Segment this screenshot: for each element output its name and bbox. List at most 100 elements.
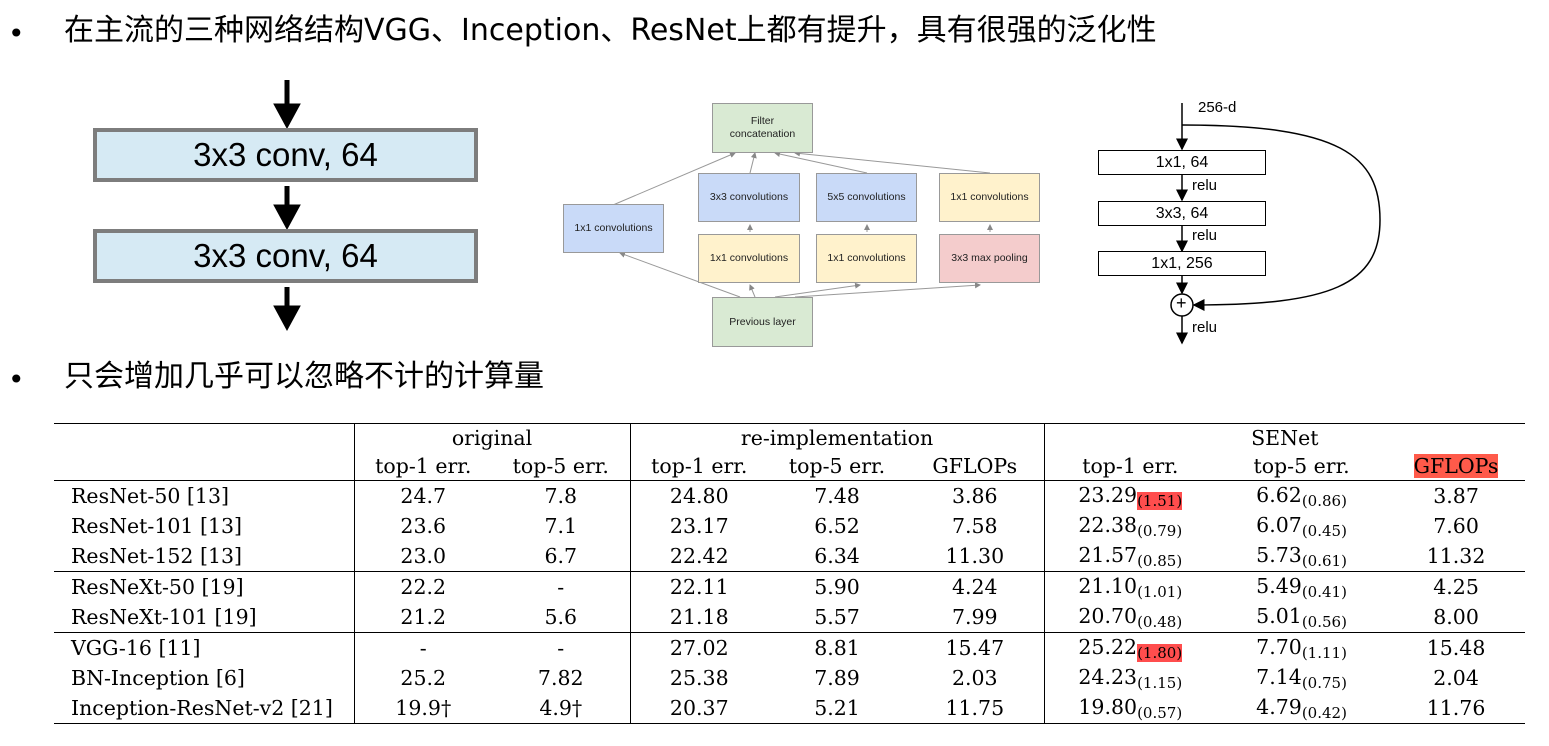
original-top5: 4.9† bbox=[492, 693, 631, 724]
original-top1: 21.2 bbox=[353, 602, 492, 633]
senet-top1-delta: (1.15) bbox=[1137, 673, 1183, 692]
group-senet: SENet bbox=[1043, 423, 1526, 452]
senet-gflops-highlight: GFLOPs bbox=[1413, 454, 1499, 478]
model-name: ResNet-50 [13] bbox=[71, 484, 230, 508]
model-name: ResNeXt-101 [19] bbox=[71, 605, 257, 629]
senet-top1-value: 25.22 bbox=[1078, 634, 1138, 659]
senet-top5-delta: (0.45) bbox=[1301, 521, 1347, 540]
reimpl-top5: 7.48 bbox=[814, 484, 860, 508]
resnet-plus-sign: + bbox=[1176, 293, 1187, 313]
senet-top5-delta: (0.42) bbox=[1301, 703, 1347, 722]
model-name: BN-Inception [6] bbox=[71, 666, 245, 690]
reimpl-gflops: 11.30 bbox=[945, 544, 1005, 568]
reimpl-gflops: 4.24 bbox=[906, 571, 1045, 602]
senet-top5-delta: (0.41) bbox=[1301, 582, 1347, 601]
col-senet-top5: top-5 err. bbox=[1216, 452, 1388, 481]
inception-reduce-1: 1x1 convolutions bbox=[698, 234, 800, 283]
original-top1: 22.2 bbox=[353, 571, 492, 602]
reimpl-gflops: 7.58 bbox=[951, 514, 998, 538]
reimpl-top5: 5.57 bbox=[814, 605, 860, 629]
senet-top5: 7.14(0.75) bbox=[1216, 663, 1387, 693]
senet-gflops: 2.04 bbox=[1433, 666, 1479, 690]
senet-gflops: 7.60 bbox=[1433, 514, 1479, 538]
inception-3x3-conv: 3x3 convolutions bbox=[698, 173, 800, 222]
senet-top5-delta: (0.56) bbox=[1301, 612, 1347, 631]
resnet-relu-3: relu bbox=[1192, 319, 1218, 336]
resnet-layer-3: 1x1, 256 bbox=[1098, 251, 1266, 276]
senet-top5: 5.01(0.56) bbox=[1216, 602, 1387, 633]
senet-top5-value: 5.01 bbox=[1256, 603, 1302, 628]
vgg-conv-box-2: 3x3 conv, 64 bbox=[93, 229, 478, 283]
col-reimpl-top1: top-1 err. bbox=[629, 452, 769, 481]
model-name: ResNet-152 [13] bbox=[71, 544, 243, 568]
original-top5: - bbox=[492, 571, 631, 602]
col-reimpl-gflops: GFLOPs bbox=[906, 452, 1045, 481]
reimpl-top1: 22.11 bbox=[629, 571, 769, 602]
senet-top5-delta: (0.86) bbox=[1301, 491, 1347, 510]
table-group-header: original re-implementation SENet bbox=[54, 423, 1526, 452]
senet-top1: 22.38(0.79) bbox=[1043, 511, 1217, 541]
group-reimplementation: re-implementation bbox=[629, 423, 1045, 452]
senet-top1: 21.10(1.01) bbox=[1043, 571, 1217, 602]
senet-top1-value: 24.23 bbox=[1078, 664, 1138, 689]
vgg-conv-box-1: 3x3 conv, 64 bbox=[93, 128, 478, 182]
senet-top5-delta: (0.61) bbox=[1301, 551, 1347, 570]
filter-concatenation-box: Filter concatenation bbox=[712, 103, 813, 153]
original-top1: 24.7 bbox=[353, 480, 492, 511]
reimpl-top5: 5.90 bbox=[768, 571, 907, 602]
original-top5: 5.6 bbox=[544, 605, 578, 629]
senet-top1-delta: (0.85) bbox=[1137, 551, 1183, 570]
vgg-arrows bbox=[273, 80, 301, 332]
resnet-relu-1: relu bbox=[1192, 177, 1218, 194]
reimpl-gflops: 11.75 bbox=[906, 693, 1045, 724]
reimpl-gflops: 15.47 bbox=[906, 632, 1045, 663]
reimpl-gflops: 7.99 bbox=[951, 605, 998, 629]
original-top1: - bbox=[353, 632, 492, 663]
inception-previous-layer: Previous layer bbox=[712, 297, 813, 347]
col-senet-top1: top-1 err. bbox=[1043, 452, 1217, 481]
filter-concat-label: Filter concatenation bbox=[729, 115, 796, 140]
original-top5: - bbox=[492, 632, 631, 663]
resnet-relu-2: relu bbox=[1192, 227, 1218, 244]
senet-top5: 6.62(0.86) bbox=[1216, 481, 1387, 512]
reimpl-top5: 7.89 bbox=[814, 666, 860, 690]
senet-gflops: 4.25 bbox=[1387, 571, 1526, 602]
senet-top5-value: 6.07 bbox=[1256, 512, 1302, 537]
table-column-header: top-1 err. top-5 err. top-1 err. top-5 e… bbox=[54, 452, 1526, 481]
senet-top1-value: 21.57 bbox=[1078, 542, 1138, 567]
model-name: ResNet-101 [13] bbox=[71, 514, 243, 538]
col-reimpl-top5: top-5 err. bbox=[768, 452, 907, 481]
original-top1: 23.0 bbox=[353, 541, 492, 572]
resnet-layer-2: 3x3, 64 bbox=[1098, 201, 1266, 226]
senet-top1: 24.23(1.15) bbox=[1043, 663, 1217, 693]
senet-top1: 19.80(0.57) bbox=[1043, 693, 1217, 724]
senet-gflops: 11.76 bbox=[1387, 693, 1526, 724]
bullet-text-generalization: 在主流的三种网络结构VGG、Inception、ResNet上都有提升，具有很强… bbox=[64, 13, 1157, 48]
senet-gflops: 15.48 bbox=[1387, 632, 1526, 663]
original-top5: 6.7 bbox=[544, 544, 578, 568]
model-name: ResNeXt-50 [19] bbox=[54, 571, 354, 602]
senet-top5: 4.79(0.42) bbox=[1216, 693, 1388, 724]
reimpl-top1: 27.02 bbox=[629, 632, 769, 663]
group-original: original bbox=[353, 423, 631, 452]
inception-1x1-conv-right: 1x1 convolutions bbox=[939, 173, 1040, 222]
senet-top1-value: 21.10 bbox=[1078, 573, 1138, 598]
reimpl-top1: 25.38 bbox=[629, 663, 769, 693]
col-original-top1: top-1 err. bbox=[353, 452, 492, 481]
original-top1: 23.6 bbox=[353, 511, 492, 541]
results-table: original re-implementation SENet top-1 e… bbox=[54, 423, 1526, 724]
senet-top5-value: 5.73 bbox=[1256, 542, 1302, 567]
reimpl-top5: 6.52 bbox=[814, 514, 860, 538]
senet-top1-value: 20.70 bbox=[1078, 603, 1138, 628]
senet-top1: 25.22(1.80) bbox=[1043, 632, 1217, 663]
reimpl-top1: 24.80 bbox=[629, 480, 769, 511]
original-top1: 19.9† bbox=[353, 693, 492, 724]
